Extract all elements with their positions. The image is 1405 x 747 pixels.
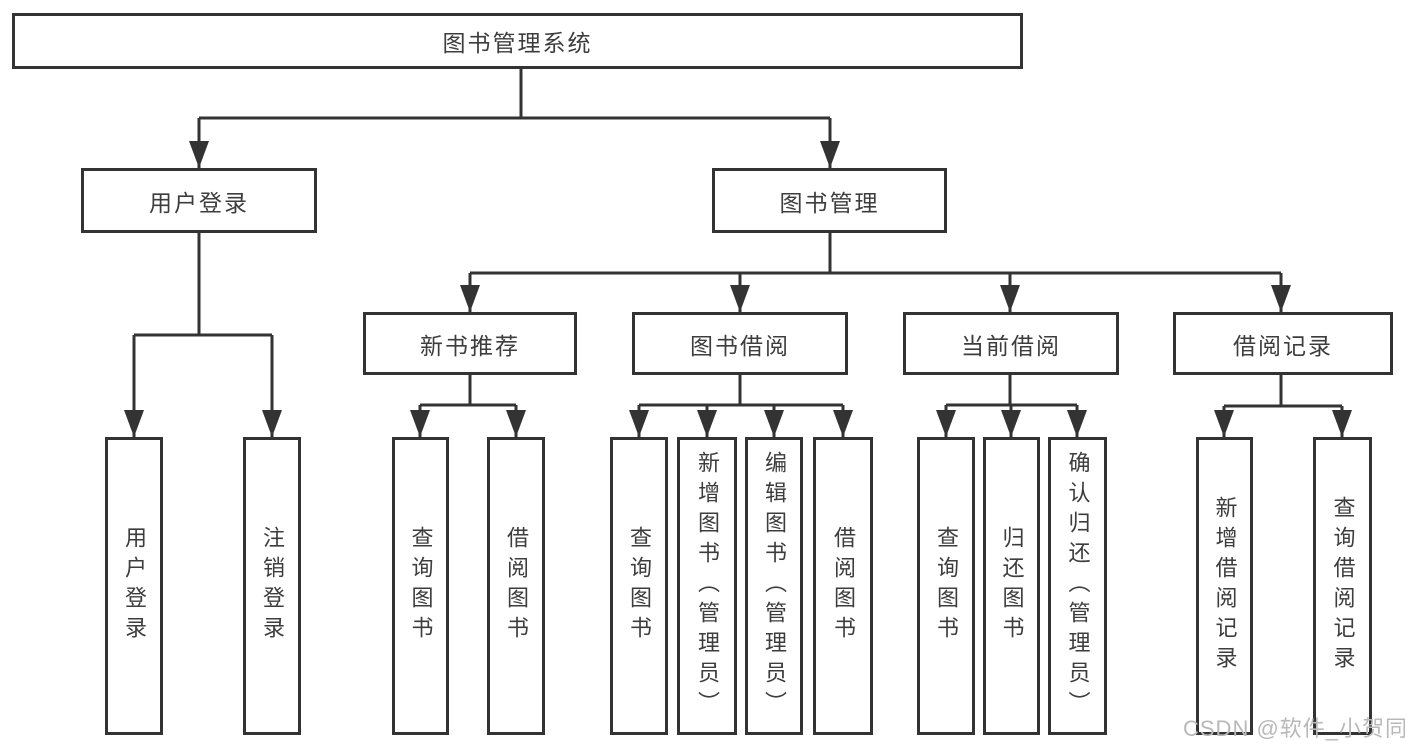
leaf-borrow-query-books-label: 查询图书 [627,526,652,646]
leaf-newbooks-borrow-books: 借阅图书 [487,437,545,735]
node-borrow-records-label: 借阅记录 [1233,332,1333,359]
leaf-newbooks-borrow-books-label: 借阅图书 [504,526,529,646]
csdn-watermark: CSDN @软件_小贺同学 [1183,716,1405,741]
leaf-newbooks-query-books-label: 查询图书 [408,526,434,646]
leaf-return-book-label: 归还图书 [999,526,1025,646]
node-book-management-label: 图书管理 [779,189,880,216]
node-book-borrow-label: 图书借阅 [690,332,790,359]
connector-paths [132,69,1344,437]
node-root-label: 图书管理系统 [442,30,593,56]
leaf-confirm-return-admin: 确认归还（管理员） [1048,437,1107,735]
leaf-current-query-books: 查询图书 [917,437,975,735]
leaf-user-login-label: 用户登录 [122,526,147,646]
node-new-book-recommend-label: 新书推荐 [420,332,520,359]
node-user-login-label: 用户登录 [149,189,249,216]
leaf-add-borrow-record-label: 新增借阅记录 [1212,496,1238,676]
leaf-add-borrow-record: 新增借阅记录 [1196,437,1253,735]
leaf-logout-label: 注销登录 [260,526,285,646]
leaf-edit-book-admin-label: 编辑图书（管理员） [762,451,787,721]
node-current-borrow-label: 当前借阅 [961,332,1061,359]
arrowhead-icon [124,141,1352,437]
node-book-management: 图书管理 [712,168,947,233]
node-root: 图书管理系统 [12,13,1023,69]
node-new-book-recommend: 新书推荐 [363,312,577,375]
leaf-edit-book-admin: 编辑图书（管理员） [745,437,803,735]
leaf-borrow-borrow-books-label: 借阅图书 [831,526,856,646]
node-book-borrow: 图书借阅 [632,312,848,375]
leaf-borrow-query-books: 查询图书 [610,437,668,735]
leaf-query-borrow-record-label: 查询借阅记录 [1330,496,1356,676]
leaf-current-query-books-label: 查询图书 [934,526,959,646]
leaf-query-borrow-record: 查询借阅记录 [1313,437,1372,735]
node-borrow-records: 借阅记录 [1173,312,1393,375]
leaf-confirm-return-admin-label: 确认归还（管理员） [1065,451,1091,721]
leaf-newbooks-query-books: 查询图书 [392,437,449,735]
leaf-return-book: 归还图书 [983,437,1040,735]
leaf-add-book-admin-label: 新增图书（管理员） [695,451,720,721]
leaf-logout: 注销登录 [243,437,301,735]
node-current-borrow: 当前借阅 [903,312,1119,375]
leaf-add-book-admin: 新增图书（管理员） [677,437,737,735]
leaf-user-login: 用户登录 [105,437,163,735]
leaf-borrow-borrow-books: 借阅图书 [813,437,873,735]
node-user-login: 用户登录 [81,168,317,233]
